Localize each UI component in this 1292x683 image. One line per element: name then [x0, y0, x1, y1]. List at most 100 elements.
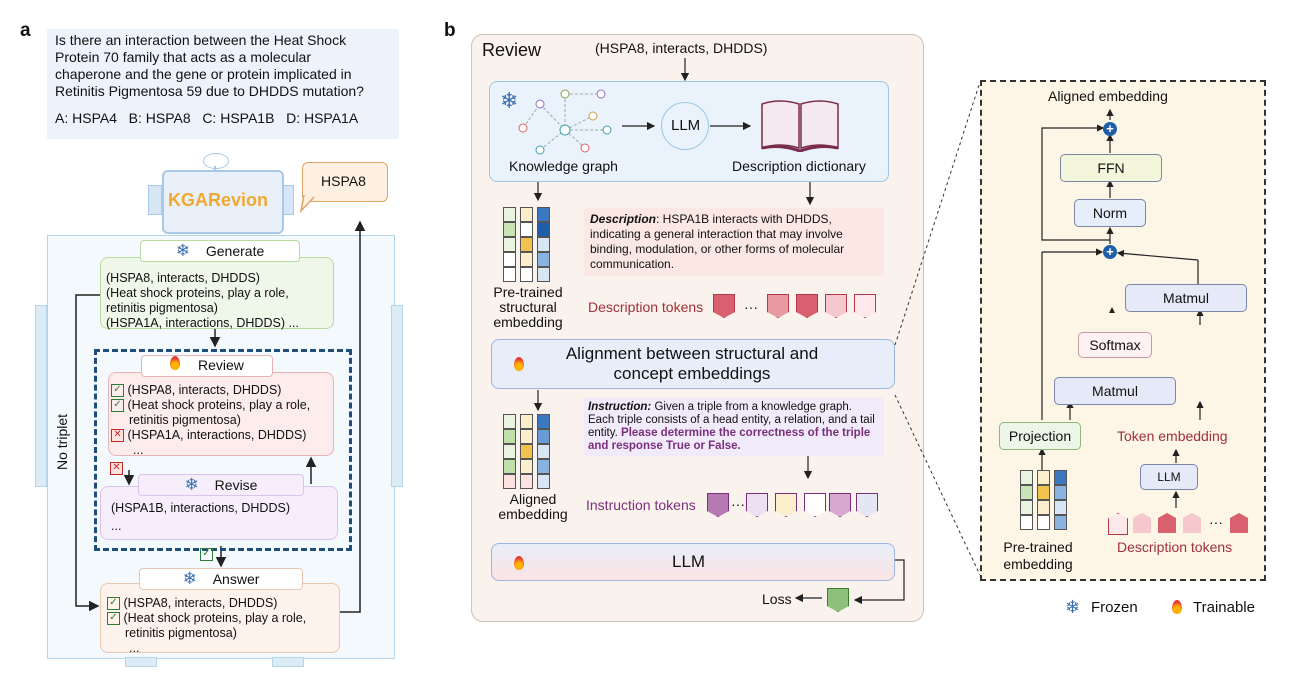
robot-antenna: [203, 153, 229, 169]
agent-name: KGARevion: [168, 190, 269, 210]
frame-right-bar: [391, 305, 403, 487]
desc-text: : HSPA1B interacts with DHDDS, indicatin…: [590, 212, 845, 271]
inst-tokens-label: Instruction tokens: [586, 497, 696, 513]
add-icon: +: [1103, 122, 1117, 136]
answer-options: A: HSPA4 B: HSPA8 C: HSPA1B D: HSPA1A: [55, 110, 359, 126]
llm-module: LLM: [491, 543, 895, 581]
norm-block: Norm: [1074, 199, 1146, 227]
generate-tag: ❄ Generate: [140, 240, 300, 262]
snowflake-icon: ❄: [1065, 597, 1081, 617]
pretrained-embedding-line: Pre-trained: [1003, 539, 1073, 555]
cross-icon: ✕: [111, 429, 124, 443]
generate-box: (HSPA8, interacts, DHDDS) (Heat shock pr…: [100, 257, 334, 330]
kg-label: Knowledge graph: [509, 158, 618, 174]
embedding-column: [1037, 470, 1050, 530]
dict-label: Description dictionary: [732, 158, 866, 174]
embedding-column: [503, 207, 516, 282]
review-line: retinitis pigmentosa): [129, 413, 241, 427]
revise-label: Revise: [214, 477, 258, 493]
pretrained-line: Pre-trained: [493, 284, 563, 300]
aligned-line: Aligned: [509, 491, 557, 507]
alignment-line: concept embeddings: [613, 364, 771, 383]
matmul-top-block: Matmul: [1125, 284, 1247, 312]
legend-trainable: Trainable: [1193, 599, 1255, 616]
token: [775, 493, 797, 517]
token: [707, 493, 729, 517]
token: [1230, 513, 1248, 533]
flame-icon: [170, 356, 181, 370]
snowflake-icon: ❄: [182, 569, 197, 588]
token-embedding-label: Token embedding: [1117, 428, 1228, 444]
aligned-label: Aligned embedding: [488, 492, 578, 522]
embedding-column: [537, 414, 550, 489]
token: [804, 493, 826, 517]
panel-letter-b: b: [444, 20, 456, 41]
revise-line: ...: [111, 519, 122, 533]
ffn-label: FFN: [1097, 160, 1125, 176]
token-ellipsis: ···: [744, 299, 758, 315]
flame-icon: [514, 357, 524, 371]
aligned-line: embedding: [498, 506, 568, 522]
pretrained-embedding-label: Pre-trained embedding: [996, 539, 1080, 573]
cross-icon: ✕: [110, 462, 123, 475]
softmax-block: Softmax: [1078, 332, 1152, 358]
desc-tokens-label-c: Description tokens: [1117, 539, 1233, 555]
generate-line: (HSPA1A, interactions, DHDDS) ...: [106, 316, 299, 330]
answer-line: (Heat shock proteins, play a role,: [123, 611, 307, 625]
review-label: Review: [197, 357, 244, 373]
answer-box: ✓ (HSPA8, interacts, DHDDS) ✓ (Heat shoc…: [100, 583, 340, 655]
token: [854, 294, 876, 318]
loss-label: Loss: [762, 591, 792, 607]
knowledge-graph-icon: [518, 89, 612, 155]
book-icon: [761, 100, 839, 152]
review-line: (Heat shock proteins, play a role,: [127, 398, 311, 412]
panel-letter-a: a: [20, 20, 31, 41]
pretrained-line: structural: [499, 299, 557, 315]
question-line: Retinitis Pigmentosa 59 due to DHDDS mut…: [55, 83, 364, 99]
matmul-bottom-block: Matmul: [1054, 377, 1176, 405]
token: [1108, 513, 1128, 535]
answer-bubble: HSPA8: [302, 162, 388, 202]
flame-icon: [1172, 600, 1182, 614]
aligned-embedding-label: Aligned embedding: [1048, 88, 1168, 104]
check-icon: ✓: [200, 548, 213, 561]
panel-c-arrows: [1038, 108, 1204, 508]
inst-bold: Please determine the correctness of the …: [588, 427, 871, 452]
token: [767, 294, 789, 318]
review-line: ...: [133, 443, 144, 457]
embedding-column: [520, 414, 533, 489]
robot-neck: [214, 166, 216, 171]
answer-line: (HSPA8, interacts, DHDDS): [123, 596, 278, 610]
answer-tag: ❄ Answer: [139, 568, 303, 590]
token: [1133, 513, 1151, 533]
frame-left-bar: [35, 305, 47, 487]
input-triple: (HSPA8, interacts, DHDDS): [595, 40, 768, 56]
generate-line: retinitis pigmentosa): [106, 301, 218, 315]
projection-block: Projection: [999, 422, 1081, 450]
answer-line: retinitis pigmentosa): [125, 626, 237, 640]
check-icon: ✓: [107, 597, 120, 611]
snowflake-icon: ❄: [175, 241, 190, 260]
token-ellipsis: ···: [1209, 514, 1223, 530]
revise-tag: ❄ Revise: [138, 474, 304, 496]
inst-head: Instruction:: [588, 401, 652, 413]
check-icon: ✓: [111, 384, 124, 398]
review-box: ✓ (HSPA8, interacts, DHDDS) ✓ (Heat shoc…: [108, 372, 334, 457]
review-title: Review: [482, 40, 542, 60]
llm-circle-label: LLM: [671, 117, 701, 134]
panel-b-arrows: [533, 58, 905, 605]
answer-line: ...: [129, 641, 140, 655]
loss-token: [827, 588, 849, 612]
snowflake-icon: ❄: [500, 88, 519, 113]
question-line: Is there an interaction between the Heat…: [55, 32, 347, 48]
embedding-column: [503, 414, 516, 489]
embedding-column: [537, 207, 550, 282]
frame-foot-right: [272, 657, 304, 667]
no-triplet-label: No triplet: [54, 413, 70, 470]
embedding-column: [1054, 470, 1067, 530]
llm-circle: LLM: [661, 102, 709, 150]
review-line: (HSPA1A, interactions, DHDDS): [127, 428, 307, 442]
token: [1183, 513, 1201, 533]
softmax-label: Softmax: [1089, 337, 1141, 353]
matmul-top-label: Matmul: [1163, 290, 1209, 306]
